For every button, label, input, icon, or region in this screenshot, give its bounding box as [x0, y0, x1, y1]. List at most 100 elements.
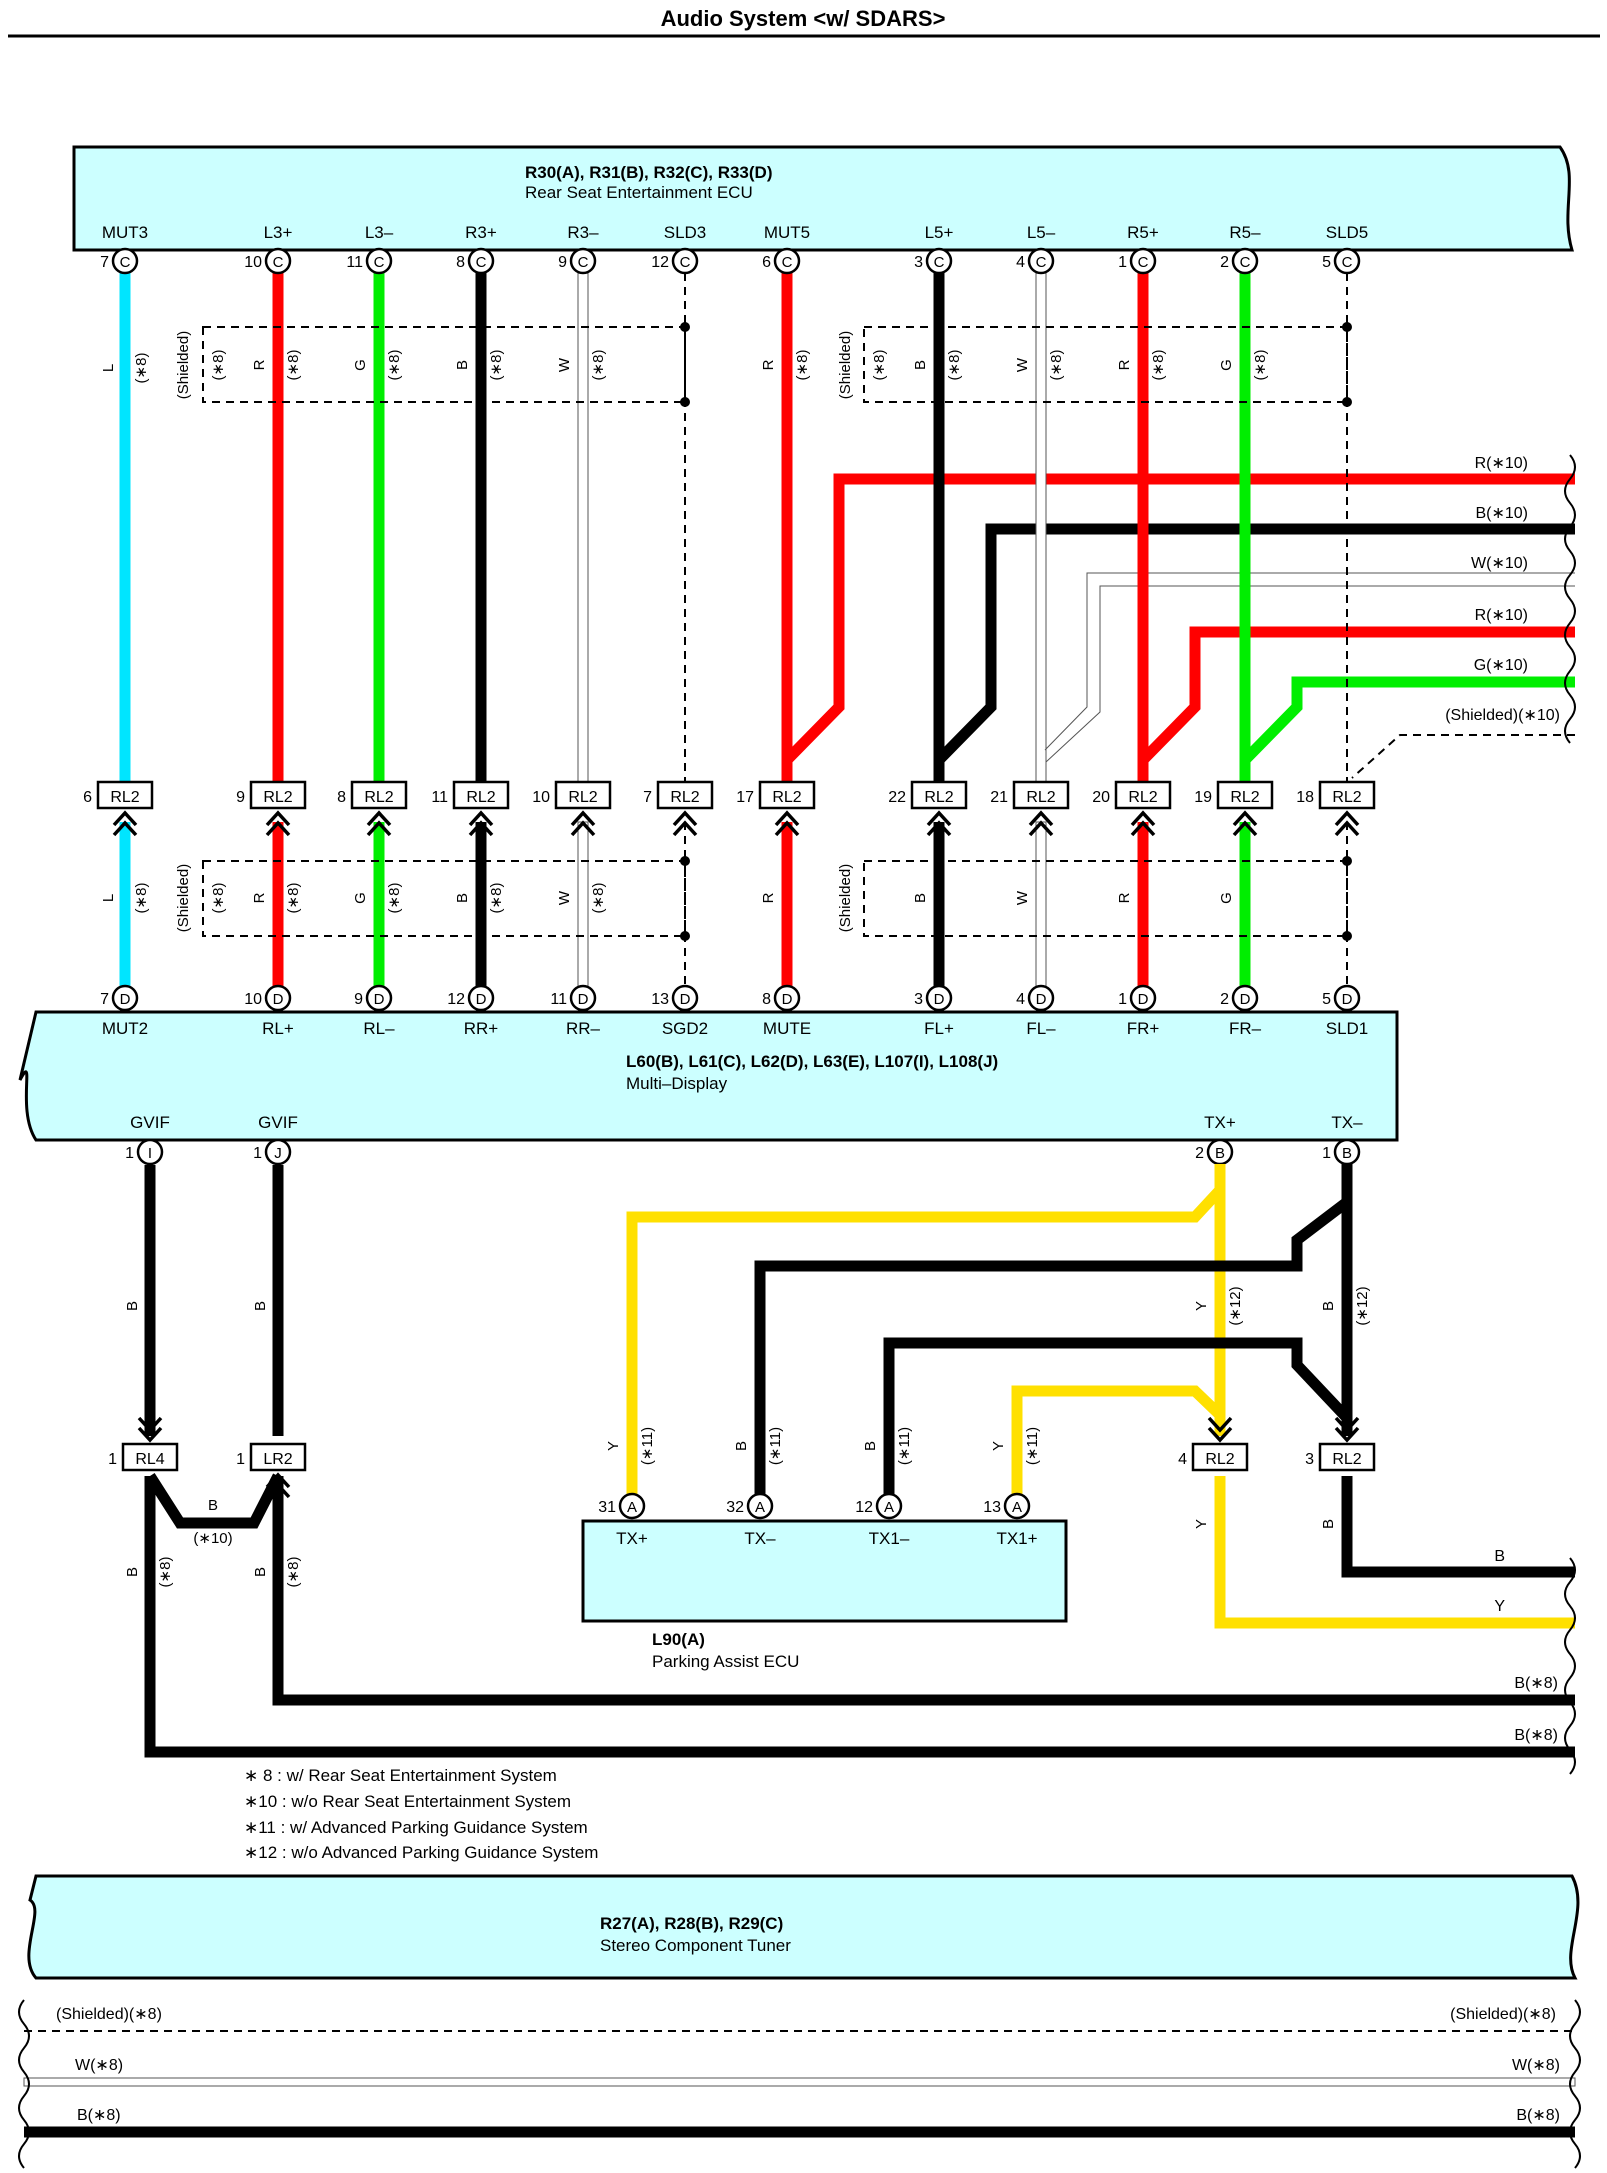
rse-pin: C1 [1118, 247, 1157, 275]
rse-ecu-codes: R30(A), R31(B), R32(C), R33(D) [525, 163, 772, 182]
connector-chevron-icon [137, 1416, 163, 1443]
junction-label: RL4 [135, 1451, 164, 1468]
wire-r5-plus-branch [1139, 626, 1575, 764]
junction-label: RL2 [110, 789, 139, 806]
wire-label-b: B [252, 1301, 269, 1311]
parking-ecu-codes: L90(A) [652, 1630, 705, 1649]
wire-pa-tx-plus-yellow [626, 1186, 1225, 1506]
pin-number: 13 [983, 1499, 1001, 1516]
pin-number: 1 [1322, 1145, 1331, 1162]
wire-label-b: B [124, 1567, 141, 1577]
junction-box [1318, 780, 1376, 810]
wavy-break-left-bottom [18, 1999, 30, 2169]
junction-label: RL2 [1128, 789, 1157, 806]
junction-label: RL2 [1026, 789, 1055, 806]
rse-ecu-box [72, 145, 1575, 252]
wire-label-y: Y [1193, 1301, 1210, 1311]
terminal-r5-minus: R5– [1229, 223, 1261, 242]
wire-label-s8: (∗8) [285, 350, 302, 381]
wire-label-y: Y [605, 1441, 622, 1451]
pin-number: 4 [1178, 1451, 1187, 1468]
terminal-fr-minus: FR– [1229, 1019, 1262, 1038]
wire-label-b: B [252, 1567, 269, 1577]
footnote: ∗11 : w/ Advanced Parking Guidance Syste… [244, 1818, 588, 1837]
pin-number: 9 [558, 254, 567, 271]
wire-label-r: R [760, 359, 777, 370]
terminal-rr-plus: RR+ [464, 1019, 499, 1038]
pin-number: 1 [253, 1145, 262, 1162]
junction-label: RL2 [568, 789, 597, 806]
pin-number: 2 [1220, 991, 1229, 1008]
rse-terminal-names: MUT3 L3+ L3– R3+ R3– SLD3 MUT5 L5+ L5– R… [102, 223, 1368, 242]
connector-pin-circle [111, 984, 139, 1012]
connector-chevron-icon [112, 810, 138, 837]
connector-pin-circle [746, 1492, 774, 1520]
wire-label-g: G [1218, 892, 1235, 904]
connector-chevron-icon [468, 810, 494, 837]
pin-number: 5 [1322, 254, 1331, 271]
terminal-fl-minus: FL– [1026, 1019, 1056, 1038]
md-pin: D1 [1118, 984, 1157, 1012]
terminal-pa-tx-minus: TX– [744, 1529, 776, 1548]
terminal-gvif-j: GVIF [258, 1113, 298, 1132]
wire-l5-minus-upper [1035, 272, 1047, 784]
connector-chevron-icon [774, 810, 800, 837]
pin-number: 11 [346, 254, 363, 271]
junction-box [554, 780, 612, 810]
wire-bottom-white [23, 2077, 1576, 2087]
wire-label-b: B [733, 1441, 750, 1451]
wire-label-s8: (∗8) [946, 350, 963, 381]
terminal-sld5: SLD5 [1326, 223, 1369, 242]
pin-number: 1 [236, 1451, 245, 1468]
wire-r5-minus-branch [1241, 676, 1575, 764]
tuner-box [27, 1874, 1580, 1980]
terminal-tx-plus-b: TX+ [1204, 1113, 1236, 1132]
connector-letter: C [374, 254, 385, 271]
pin-number: 11 [431, 789, 448, 806]
connector-pin-circle [1333, 247, 1361, 275]
junction-box [1216, 780, 1274, 810]
right-wire-labels: R(∗10) B(∗10) W(∗10) R(∗10) G(∗10) (Shie… [1445, 454, 1576, 744]
pin-number: 20 [1092, 789, 1110, 806]
wavy-break-right [1564, 454, 1576, 744]
connector-letter: C [934, 254, 945, 271]
connector-chevron-icon [570, 810, 596, 837]
connector-chevron-icon [366, 810, 392, 837]
wire-sld5-branch [1351, 734, 1575, 779]
pin-number: 32 [726, 1499, 744, 1516]
pin-number: 9 [236, 789, 245, 806]
terminal-l3-minus: L3– [365, 223, 394, 242]
wire-labels-upper: L (∗8) (Shielded) (∗8) R (∗8) G (∗8) B (… [100, 331, 1269, 399]
wire-label-s11: (∗11) [896, 1427, 913, 1465]
wire-label-w: W [1014, 357, 1031, 372]
pa-pin: A13 [983, 1492, 1031, 1520]
connector-letter: D [934, 991, 945, 1008]
pin-number: 10 [244, 991, 262, 1008]
shield-label: (Shielded) [837, 331, 854, 399]
rse-pin: C6 [762, 247, 801, 275]
wire-label-s8: (∗8) [871, 350, 888, 381]
md-pin: D3 [914, 984, 953, 1012]
junction-rl2: RL2 20 [1092, 780, 1172, 810]
wire-label-r: R [1116, 892, 1133, 903]
wire-l5-minus-branch-b [1045, 585, 1575, 763]
wire-label-s11: (∗11) [767, 1427, 784, 1465]
md-pin: D12 [447, 984, 495, 1012]
terminal-fr-plus: FR+ [1127, 1019, 1160, 1038]
junction-label: RL2 [466, 789, 495, 806]
connector-chevron-icon [265, 1472, 291, 1499]
pin-number: 5 [1322, 991, 1331, 1008]
shield-dot [1342, 322, 1352, 332]
junction-label: RL2 [364, 789, 393, 806]
connector-pin-circle [1027, 984, 1055, 1012]
terminal-pa-tx-plus: TX+ [616, 1529, 648, 1548]
terminal-rr-minus: RR– [566, 1019, 601, 1038]
connector-pin-circle [1231, 984, 1259, 1012]
rse-pin: C7 [100, 247, 139, 275]
junction-label: RL2 [1205, 1451, 1234, 1468]
connector-pin-circle [467, 984, 495, 1012]
rse-pin: C4 [1016, 247, 1055, 275]
multi-display-codes: L60(B), L61(C), L62(D), L63(E), L107(I),… [626, 1052, 998, 1071]
